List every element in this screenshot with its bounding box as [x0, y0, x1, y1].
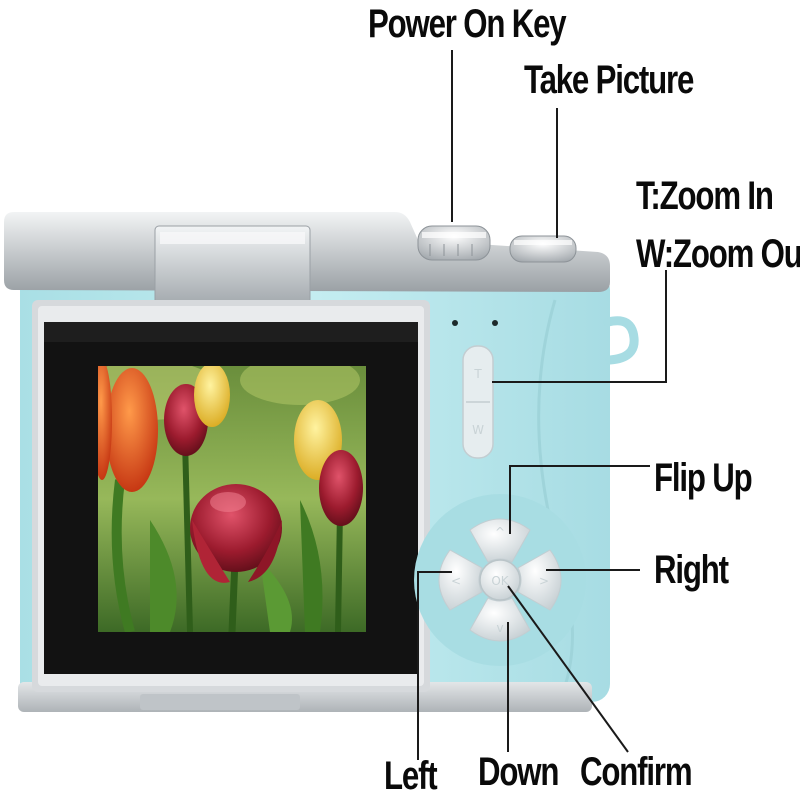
label-flip-up: Flip Up [654, 456, 753, 500]
label-zoom-in: T:Zoom In [636, 174, 774, 218]
label-take-picture: Take Picture [524, 58, 694, 102]
zoom-w-glyph: W [472, 423, 484, 437]
indicator-lights [452, 320, 498, 326]
label-power-on-key: Power On Key [368, 2, 567, 46]
power-knob[interactable] [417, 225, 491, 261]
d-pad: OK ^ v < > [414, 494, 586, 666]
leader-zoom [492, 270, 667, 383]
label-left: Left [384, 754, 438, 798]
flip-hinge [154, 225, 311, 315]
ok-glyph: OK [491, 574, 509, 588]
strap-lug [603, 316, 639, 365]
callout-lines [417, 50, 667, 760]
zoom-rocker[interactable]: T W [462, 345, 494, 459]
dpad-right-button[interactable] [517, 549, 562, 611]
chevron-left-icon: < [451, 574, 461, 588]
label-confirm: Confirm [580, 750, 693, 794]
shutter-button[interactable] [509, 235, 577, 263]
leader-confirm [507, 585, 629, 753]
dpad-up-button[interactable] [469, 518, 531, 563]
label-zoom-out: W:Zoom Out [636, 232, 800, 276]
label-right: Right [654, 548, 729, 592]
screen-photo [98, 366, 366, 632]
leader-left [417, 571, 452, 760]
dpad-down-button[interactable] [469, 597, 531, 642]
leader-flip-up [509, 465, 650, 534]
chevron-up-icon: ^ [495, 525, 505, 539]
chevron-right-icon: > [539, 574, 549, 588]
zoom-t-glyph: T [473, 367, 482, 381]
label-down: Down [478, 750, 559, 794]
dpad-left-button[interactable] [438, 549, 483, 611]
chevron-down-icon: v [496, 621, 503, 635]
